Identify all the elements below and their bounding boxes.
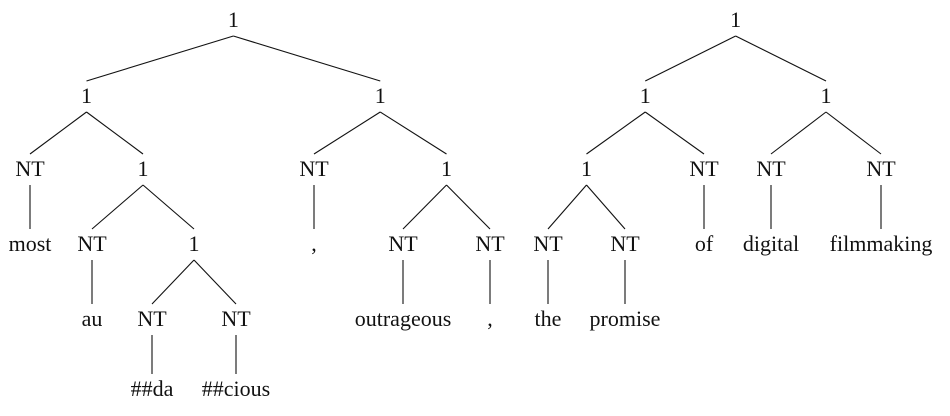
tree-node: 1 bbox=[730, 7, 741, 32]
tree-edge bbox=[29, 111, 87, 155]
tree-node: 1 bbox=[375, 83, 386, 108]
tree-edge bbox=[91, 184, 144, 230]
leaf-token: filmmaking bbox=[830, 231, 933, 256]
tree-edge bbox=[379, 111, 447, 155]
nt-node: NT bbox=[77, 231, 107, 256]
tree-edge bbox=[402, 184, 447, 230]
leaf-token: digital bbox=[743, 231, 799, 256]
tree-edge bbox=[644, 111, 705, 155]
tree-nodes: 11NTmost1NTau1NT##daNT##cious1NT,1NToutr… bbox=[9, 7, 933, 401]
tree-edge bbox=[735, 35, 827, 82]
tree-node: 1 bbox=[821, 83, 832, 108]
tree-edge bbox=[825, 111, 882, 155]
nt-node: NT bbox=[15, 156, 45, 181]
leaf-token: of bbox=[695, 231, 714, 256]
leaf-token: , bbox=[487, 306, 493, 331]
leaf-token: au bbox=[82, 306, 103, 331]
tree-edge bbox=[645, 35, 736, 82]
leaf-token: ##cious bbox=[202, 376, 270, 401]
nt-node: NT bbox=[475, 231, 505, 256]
tree-edge bbox=[547, 184, 587, 230]
tree-node: 1 bbox=[640, 83, 651, 108]
nt-node: NT bbox=[689, 156, 719, 181]
tree-edge bbox=[151, 259, 195, 305]
tree-node: 1 bbox=[189, 231, 200, 256]
tree-edge bbox=[446, 184, 491, 230]
tree-edge bbox=[313, 111, 381, 155]
leaf-token: most bbox=[9, 231, 52, 256]
nt-node: NT bbox=[299, 156, 329, 181]
tree-edge bbox=[193, 259, 237, 305]
nt-node: NT bbox=[388, 231, 418, 256]
tree-edge bbox=[233, 35, 381, 82]
leaf-token: ##da bbox=[131, 376, 174, 401]
tree-edge bbox=[86, 111, 144, 155]
nt-node: NT bbox=[533, 231, 563, 256]
nt-node: NT bbox=[137, 306, 167, 331]
nt-node: NT bbox=[756, 156, 786, 181]
tree-node: 1 bbox=[138, 156, 149, 181]
tree-node: 1 bbox=[228, 7, 239, 32]
leaf-token: the bbox=[535, 306, 562, 331]
leaf-token: promise bbox=[590, 306, 661, 331]
tree-edges bbox=[29, 35, 882, 374]
tree-edge bbox=[770, 111, 827, 155]
leaf-token: outrageous bbox=[355, 306, 452, 331]
tree-edge bbox=[586, 184, 626, 230]
tree-edge bbox=[86, 35, 234, 82]
tree-node: 1 bbox=[441, 156, 452, 181]
tree-edge bbox=[586, 111, 646, 155]
tree-edge bbox=[142, 184, 195, 230]
tree-node: 1 bbox=[81, 83, 92, 108]
leaf-token: , bbox=[311, 231, 317, 256]
nt-node: NT bbox=[866, 156, 896, 181]
nt-node: NT bbox=[610, 231, 640, 256]
tree-node: 1 bbox=[581, 156, 592, 181]
nt-node: NT bbox=[221, 306, 251, 331]
